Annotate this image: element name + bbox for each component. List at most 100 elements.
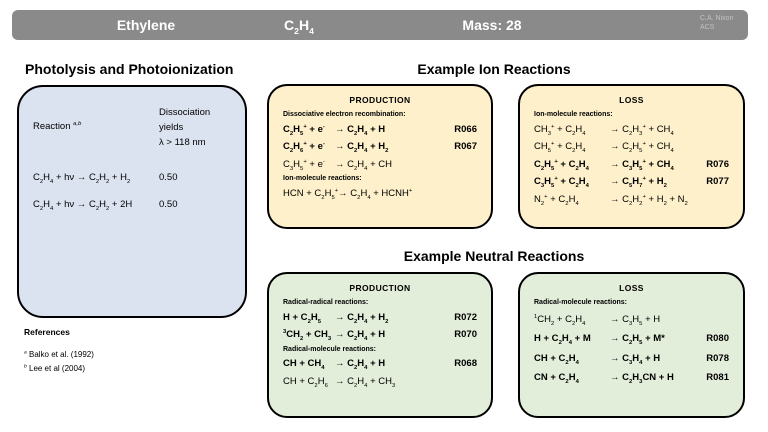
reaction-row: HCN + C2H5+→ C2H4 + HCNH+ [283,187,477,200]
molecule-mass: Mass: 28 [462,17,522,33]
references-list: a Balko et al. (1992) b Lee et al (2004) [24,348,94,375]
reaction-products: → C2H5+ + CH4 [610,140,674,154]
reaction-row: C2H6+ + e- → C2H4 + H2 R067 [283,140,477,154]
photolysis-yield: 0.50 [159,199,178,210]
reaction-reactants: CH5+ + C2H4 [534,140,586,154]
box-body: Ion-molecule reactions: CH3+ + C2H4 → C2H3… [534,111,729,206]
reaction-id: R077 [706,176,729,187]
reference-item: b Lee et al (2004) [24,363,86,373]
ion-production-box: PRODUCTION Dissociative electron recombi… [267,84,493,229]
reaction-products: → C2H5 + M* [610,333,665,346]
reaction-reactants: CH3+ + C2H4 [534,123,586,137]
reaction-reactants: N2+ + C2H4 [534,193,579,207]
reaction-products: → C3H5 + H [610,313,661,327]
reaction-row: CH + CH4 → C2H4 + H R068 [283,357,477,371]
reaction-products: → C2H3+ + CH4 [610,123,674,137]
box-header: LOSS [619,283,644,293]
reaction-group-label: Ion-molecule reactions: [534,111,613,118]
reaction-reactants: 3CH2 + CH3 [283,328,332,342]
ion-reactions-section-title: Example Ion Reactions [417,61,571,77]
reaction-group-label: Radical-molecule reactions: [283,345,376,353]
photolysis-panel: Reaction a,b Dissociation yields λ > 118… [17,85,247,318]
molecule-formula: C2H4 [284,17,314,36]
reaction-group-label: Radical-molecule reactions: [534,299,627,306]
reaction-id: R072 [454,311,477,323]
reference-item: a Balko et al. (1992) [24,350,94,359]
reaction-products: → C2H3CN + H [610,372,674,385]
box-header: PRODUCTION [349,283,411,293]
reaction-row: CN + C2H4 → C2H3CN + H R081 [534,371,729,385]
reaction-reactants: C2H5+ + e- [283,123,325,137]
reaction-row: CH + C2H6 → C2H4 + CH3 [283,375,477,389]
reaction-row: CH5+ + C2H4 → C2H5+ + CH4 [534,140,729,154]
reaction-id: R067 [454,141,477,152]
photolysis-reaction: C2H4 + hν → C2H2 + H2 [33,172,131,185]
reaction-products: → C2H4 + HCNH+ [338,187,413,201]
reaction-reactants: CH + CH4 [283,358,325,371]
reaction-row: C3H5+ + C2H4 → C5H7+ + H2 R077 [534,175,729,189]
reaction-row: 1CH2 + C2H4 → C3H5 + H [534,313,729,326]
reaction-reactants: HCN + C2H5+ [283,187,339,201]
photolysis-row: C2H4 + hν → C2H2 + H2 0.50 [33,172,231,185]
reaction-products: → C5H7+ + H2 [610,175,667,189]
box-body: Radical-molecule reactions: 1CH2 + C2H4 → … [534,299,729,385]
reaction-row: C2H5+ + e- → C2H4 + H R066 [283,123,477,136]
box-body: Dissociative electron recombination:C2H5… [283,111,477,200]
reaction-id: R081 [706,372,729,383]
reaction-products: → C2H4 + CH [335,158,392,172]
box-header: LOSS [619,95,644,105]
reaction-id: R076 [706,158,729,170]
reaction-reactants: CN + C2H4 [534,372,579,385]
reaction-reactants: 1CH2 + C2H4 [534,313,586,327]
reaction-reactants: C3H5+ + e- [283,158,325,172]
reaction-products: → C3H4 + H [610,352,661,366]
photolysis-yield: 0.50 [159,172,178,183]
reaction-reactants: H + C2H4 + M [534,333,591,346]
reaction-products: → C2H4 + H [335,358,386,371]
reaction-products: → C2H4 + H2 [335,141,389,154]
reaction-reactants: CH + C2H6 [283,375,328,389]
reaction-row: N2+ + C2H4 → C2H2+ + H2 + N2 [534,193,729,206]
reaction-column-header: Reaction a,b [33,120,82,132]
reaction-id: R068 [454,358,477,369]
credit-author: C.A. Nixon [700,15,734,22]
reaction-group-label: Ion-molecule reactions: [283,175,362,182]
photolysis-reaction: C2H4 + hν → C2H2 + 2H [33,199,133,212]
reaction-products: → C3H5+ + CH4 [610,158,674,172]
references-title: References [24,327,70,337]
photolysis-section-title: Photolysis and Photoionization [25,61,234,77]
reaction-reactants: C2H6+ + e- [283,140,325,154]
photolysis-table-header: Reaction a,b Dissociation yields λ > 118… [33,105,231,150]
reaction-row: C3H5+ + e- → C2H4 + CH [283,158,477,171]
reaction-id: R080 [706,333,729,344]
reaction-products: → C2H4 + CH3 [335,375,396,389]
reaction-products: → C2H4 + H2 [335,311,389,325]
photolysis-row: C2H4 + hν → C2H2 + 2H 0.50 [33,199,231,212]
reaction-reactants: C3H5+ + C2H4 [534,175,589,189]
reaction-reactants: CH + C2H4 [534,352,579,366]
reaction-row: C2H5+ + C2H4 → C3H5+ + CH4 R076 [534,158,729,171]
reaction-products: → C2H2+ + H2 + N2 [610,193,688,207]
credit-org: ACS [700,24,715,31]
reaction-products: → C2H4 + H [335,123,386,137]
molecule-name: Ethylene [116,17,176,33]
box-header: PRODUCTION [349,95,411,105]
reaction-reactants: H + C2H5 [283,311,321,325]
reaction-id: R070 [454,329,477,340]
reaction-group-label: Radical-radical reactions: [283,299,369,306]
reaction-row: H + C2H5 → C2H4 + H2 R072 [283,311,477,325]
neutral-reactions-section-title: Example Neutral Reactions [403,248,585,264]
reaction-row: CH3+ + C2H4 → C2H3+ + CH4 [534,123,729,136]
neutral-loss-box: LOSS Radical-molecule reactions: 1CH2 + C… [518,272,745,418]
reaction-row: 3CH2 + CH3→ C2H4 + H R070 [283,328,477,342]
reaction-row: H + C2H4 + M → C2H5 + M* R080 [534,332,729,346]
reaction-products: → C2H4 + H [335,329,386,342]
reaction-row: CH + C2H4 → C3H4 + H R078 [534,352,729,366]
ion-loss-box: LOSS Ion-molecule reactions: CH3+ + C2H4 →… [518,84,745,229]
reaction-id: R078 [706,352,729,364]
reaction-id: R066 [454,123,477,135]
reaction-reactants: C2H5+ + C2H4 [534,158,589,172]
